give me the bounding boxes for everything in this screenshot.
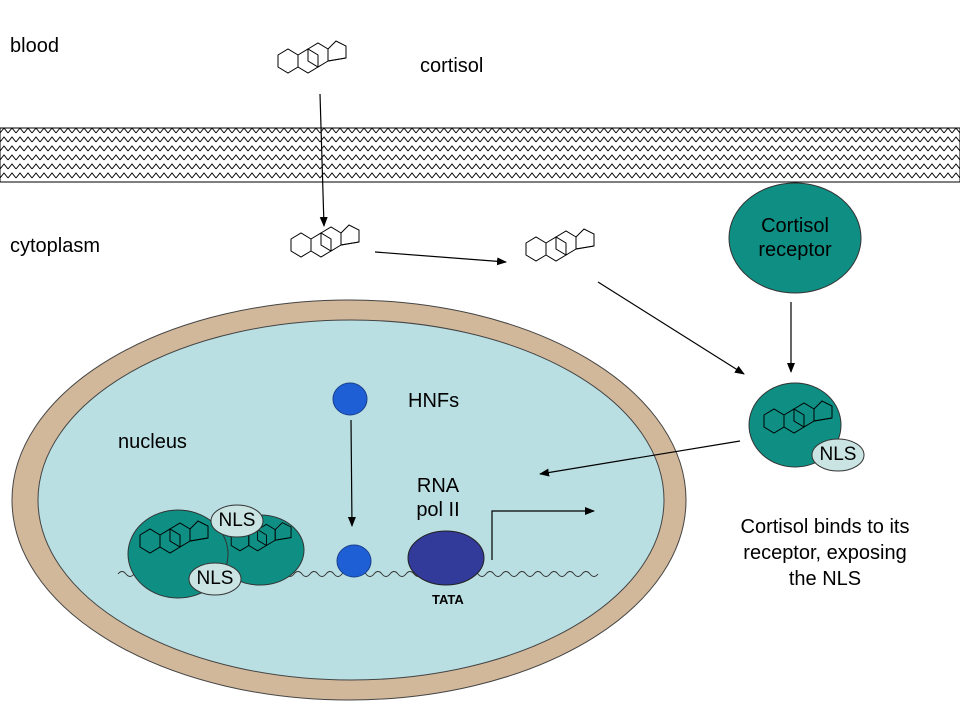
cell-membrane — [0, 127, 960, 183]
nucleoplasm — [37, 319, 665, 681]
rna-polymerase-ii — [407, 530, 485, 586]
label-tata-box: TATA — [432, 592, 464, 607]
caption-line1: Cortisol binds to its — [740, 516, 910, 538]
label-rna-pol-ii: RNA pol II — [398, 474, 478, 522]
caption-line2: receptor, exposing — [743, 542, 907, 564]
arrow-hnf-binds-dna — [347, 419, 356, 527]
nls-label-dimer-bottom: NLS — [196, 568, 234, 589]
label-nucleus: nucleus — [118, 431, 187, 453]
nls-label-receptor: NLS — [819, 444, 857, 465]
label-rna-line1: RNA — [416, 475, 460, 497]
arrow-transcription-start — [491, 507, 595, 560]
arrow-complex-to-nucleus — [539, 440, 741, 477]
caption-line3: the NLS — [788, 568, 862, 590]
nls-label-dimer-top: NLS — [218, 510, 256, 531]
cortisol-molecule-cytoplasm — [290, 224, 360, 258]
arrow-cortisol-to-receptor — [597, 281, 745, 375]
label-blood: blood — [10, 35, 59, 57]
nls-tag-receptor — [811, 438, 865, 472]
cortisol-receptor — [728, 182, 862, 294]
cortisol-molecule-moving — [525, 228, 595, 262]
hnf-protein-free — [332, 382, 368, 416]
label-receptor-line2: receptor — [758, 239, 832, 261]
label-rna-line2: pol II — [416, 499, 460, 521]
label-cortisol-receptor: Cortisol receptor — [735, 214, 855, 262]
caption-cortisol-binding: Cortisol binds to its receptor, exposing… — [700, 514, 950, 592]
arrow-cortisol-diffuses — [374, 251, 507, 266]
hnf-protein-bound — [336, 544, 372, 578]
nls-tag-dimer-bottom — [188, 562, 242, 596]
nls-tag-dimer-top — [210, 504, 264, 538]
label-cytoplasm: cytoplasm — [10, 235, 101, 257]
label-receptor-line1: Cortisol — [761, 215, 829, 237]
arrow-cortisol-enters-cell — [319, 93, 328, 227]
label-cortisol: cortisol — [420, 55, 484, 77]
cortisol-molecule-blood — [277, 40, 347, 74]
label-hnfs: HNFs — [408, 390, 460, 412]
